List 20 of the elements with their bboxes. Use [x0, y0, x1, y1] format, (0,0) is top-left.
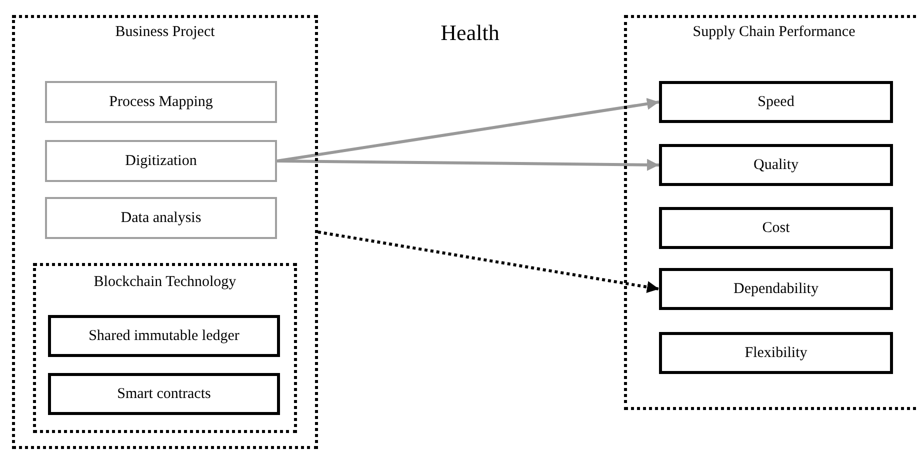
dotted-group-box: [33, 263, 297, 433]
dotted-group-box: [624, 15, 918, 410]
diagram-title: Health: [440, 20, 500, 46]
process-box: Quality: [659, 144, 893, 186]
process-box: Speed: [659, 81, 893, 123]
process-box: Dependability: [659, 268, 893, 310]
arrow: [276, 98, 660, 162]
arrow: [318, 230, 660, 293]
group-title: Blockchain Technology: [94, 274, 236, 291]
dotted-group-box: [12, 15, 318, 449]
process-box: Smart contracts: [48, 373, 280, 415]
group-title: Supply Chain Performance: [692, 24, 856, 41]
process-box: Process Mapping: [45, 81, 277, 123]
process-box: Shared immutable ledger: [48, 315, 280, 357]
process-box: Data analysis: [45, 197, 277, 239]
group-title: Business Project: [115, 24, 215, 41]
process-box: Cost: [659, 207, 893, 249]
process-box: Digitization: [45, 140, 277, 182]
arrow: [276, 158, 660, 171]
process-box: Flexibility: [659, 332, 893, 374]
